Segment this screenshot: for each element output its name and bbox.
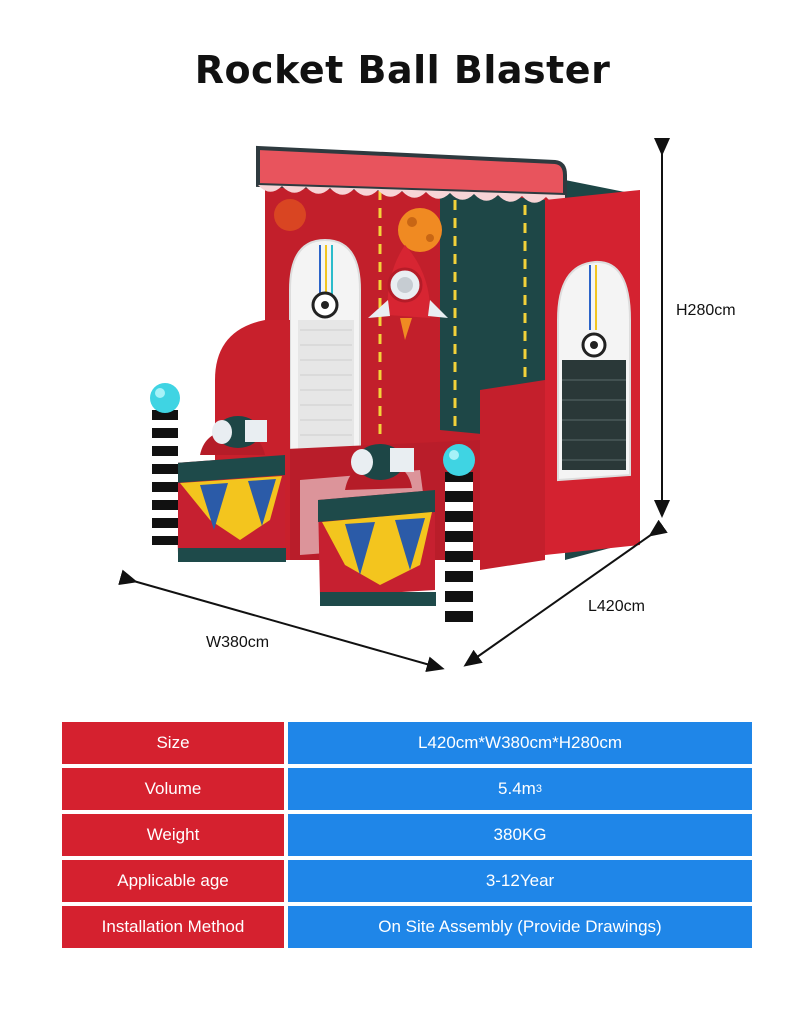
width-label: W380cm: [206, 634, 270, 651]
volume-value: 5.4m: [498, 779, 536, 798]
spec-label: Volume: [62, 768, 284, 810]
right-light-post: [443, 444, 475, 622]
table-row: Applicable age 3-12Year: [62, 860, 752, 902]
spec-label: Applicable age: [62, 860, 284, 902]
inner-lane: [440, 190, 545, 440]
light-bulb-icon: [443, 444, 475, 476]
volume-superscript: 3: [535, 783, 542, 795]
table-row: Weight 380KG: [62, 814, 752, 856]
spec-label: Installation Method: [62, 906, 284, 948]
spec-value: 3-12Year: [288, 860, 752, 902]
length-arrow: [463, 519, 668, 667]
page-title: Rocket Ball Blaster: [194, 48, 611, 92]
left-target-window: [289, 238, 361, 457]
canopy: [256, 145, 567, 203]
spec-label: Weight: [62, 814, 284, 856]
left-cannon-pedestal: [175, 416, 286, 562]
rocket-ball-blaster-machine: [118, 138, 670, 672]
product-illustration: H280cm L420cm W380cm: [118, 138, 736, 672]
light-bulb-icon: [150, 383, 180, 413]
table-row: Size L420cm*W380cm*H280cm: [62, 722, 752, 764]
table-row: Installation Method On Site Assembly (Pr…: [62, 906, 752, 948]
rocket-target: [368, 245, 448, 340]
spec-value: 380KG: [288, 814, 752, 856]
spec-value: L420cm*W380cm*H280cm: [288, 722, 752, 764]
planet-decoration: [398, 208, 442, 252]
right-target-window: [557, 260, 631, 482]
height-label: H280cm: [676, 302, 736, 319]
width-arrow: [118, 569, 445, 672]
spec-label: Size: [62, 722, 284, 764]
length-label: L420cm: [588, 598, 645, 615]
spec-value: On Site Assembly (Provide Drawings): [288, 906, 752, 948]
left-light-post: [150, 383, 180, 545]
